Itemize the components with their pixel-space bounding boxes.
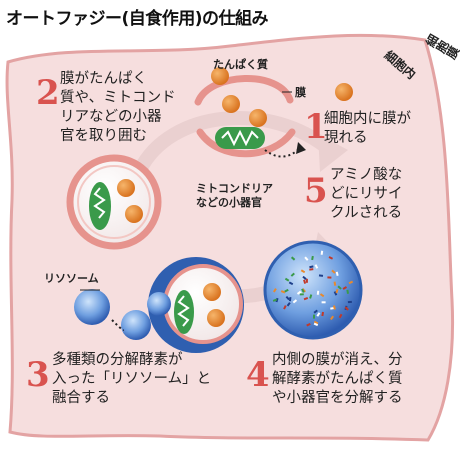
enzyme-particle (332, 305, 336, 310)
enzyme-particle (342, 286, 348, 290)
step-1-number: 1 (304, 107, 328, 147)
enzyme-particle (305, 278, 308, 283)
enzyme-particle (313, 309, 318, 314)
autophagosome-group (66, 154, 162, 250)
enzyme-particle (313, 320, 319, 325)
protein-dot (222, 95, 240, 113)
enzyme-particle (312, 314, 316, 319)
step-2-text: 膜がたんぱく 質や、ミトコンド リアなどの小器 官を取り囲む (60, 71, 176, 144)
step-4-text: 内側の膜が消え、分 解酵素がたんぱく質 や小器官を分解する (272, 352, 403, 406)
step-3-text: 多種類の分解酵素が 入った「リソソーム」と 融合する (52, 352, 212, 406)
enzyme-particle (301, 288, 305, 293)
enzyme-particle (309, 268, 314, 271)
lysosome-label: リソソーム (44, 272, 99, 285)
enzyme-particle (327, 276, 332, 279)
enzyme-particle (347, 300, 352, 304)
enzyme-particle (303, 296, 309, 301)
lysosome (74, 289, 110, 325)
dotted-arrow (111, 319, 125, 331)
membrane-arc-lower (196, 128, 296, 158)
enzyme-particle (320, 250, 324, 255)
enzyme-particle (286, 302, 291, 307)
enzyme-particle (306, 322, 311, 327)
enzyme-particle (337, 285, 342, 290)
enzyme-particle (321, 301, 326, 304)
enzyme-particle (335, 271, 339, 276)
enzyme-particle (335, 288, 339, 294)
enzyme-particles (272, 250, 354, 327)
enzyme-particle (330, 315, 334, 321)
enzyme-particle (288, 296, 292, 302)
protein-dot (207, 309, 225, 327)
protein-dot (211, 67, 229, 85)
step-3-number: 3 (26, 355, 50, 395)
lysosome (147, 292, 171, 316)
enzyme-particle (302, 275, 307, 280)
enzyme-particle (316, 290, 320, 295)
enzyme-particle (284, 277, 290, 282)
enzyme-particle (290, 256, 296, 261)
enzyme-particle (296, 290, 302, 295)
enzyme-particle (348, 280, 354, 285)
enzyme-particle (316, 312, 321, 317)
enzyme-particle (333, 281, 337, 286)
protein-dot (117, 179, 135, 197)
enzyme-particle (314, 264, 319, 269)
fusion-group (74, 257, 244, 353)
enzyme-particle (299, 293, 304, 296)
protein-dot (249, 109, 267, 127)
lysosome (121, 310, 151, 340)
enzyme-particle (318, 274, 324, 277)
enzyme-particle (333, 291, 338, 296)
enzyme-particle (292, 299, 298, 304)
protein-label: たんぱく質 (213, 58, 268, 71)
membrane-label: 膜 (295, 86, 306, 99)
flow-arrow-upper (133, 110, 335, 174)
degradation-group (263, 240, 363, 340)
enzyme-particle (288, 281, 294, 286)
enzyme-particle (309, 265, 314, 269)
enzyme-particle (331, 269, 336, 274)
organelle-label: ミトコンドリア などの小器官 (196, 182, 273, 209)
protein-dot (125, 205, 143, 223)
cell-membrane (5, 33, 455, 442)
step-1-text: 細胞内に膜が 現れる (324, 111, 411, 146)
enzyme-particle (313, 322, 319, 327)
enzyme-particle (330, 307, 335, 310)
enzyme-particle (285, 295, 290, 301)
enzyme-particle (338, 313, 343, 319)
enzyme-particle (300, 269, 306, 274)
step-2-number: 2 (36, 73, 60, 113)
enzyme-particle (304, 256, 309, 261)
enzyme-particle (344, 306, 349, 311)
enzyme-particle (346, 289, 350, 294)
enzyme-particle (284, 288, 289, 293)
enzyme-particle (280, 290, 286, 294)
enzyme-particle (309, 294, 313, 299)
enzyme-particle (321, 311, 325, 317)
membrane-arc (194, 75, 294, 106)
protein-dot (203, 283, 221, 301)
step-5-text: アミノ酸な どにリサイ クルされる (330, 167, 403, 221)
enzyme-particle (303, 279, 307, 284)
diagram-title: オートファジー(自食作用)の仕組み (6, 9, 269, 29)
enzyme-particle (328, 256, 334, 260)
flow-arrow-head-right (318, 134, 348, 172)
membrane-forming-group (194, 67, 353, 158)
enzyme-particle (290, 272, 295, 277)
enzyme-particle (283, 305, 287, 310)
enzyme-particle (319, 293, 325, 298)
enzyme-particle (272, 288, 277, 293)
step-4-number: 4 (246, 355, 270, 395)
enzyme-particle (311, 255, 314, 261)
enzyme-particle (272, 298, 278, 302)
step-5-number: 5 (304, 171, 328, 211)
protein-dot (335, 83, 353, 101)
